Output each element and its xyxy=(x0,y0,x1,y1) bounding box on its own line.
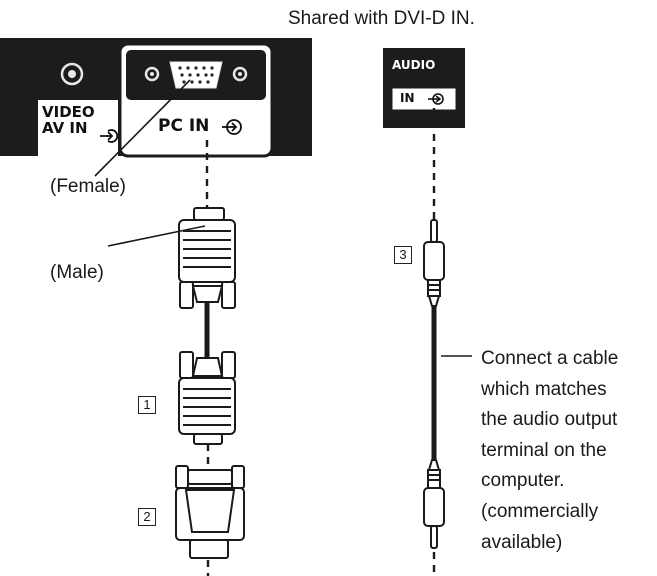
video-label-line1: VIDEO xyxy=(42,103,95,121)
rear-panel xyxy=(0,38,312,158)
av-input-arrow-icon xyxy=(100,129,119,143)
conversion-adapter-icon xyxy=(175,465,245,559)
step-number-1: 1 xyxy=(138,396,156,414)
cable-note-line: which matches xyxy=(481,378,607,400)
male-label: (Male) xyxy=(50,262,104,283)
mini-plug-upper-icon xyxy=(423,219,445,307)
female-label: (Female) xyxy=(50,176,127,197)
cable-note-line: (commercially xyxy=(481,500,599,522)
audio-panel xyxy=(383,48,465,128)
step-number-2: 2 xyxy=(138,508,156,526)
pc-input-arrow-icon xyxy=(222,119,242,135)
female-leader-line xyxy=(94,79,191,177)
audio-panel-title: AUDIO xyxy=(392,58,436,72)
pc-in-label: PC IN xyxy=(158,116,210,136)
audio-input-arrow-icon xyxy=(428,93,444,105)
video-jack-icon xyxy=(60,62,84,86)
dsub-plug-icon xyxy=(178,351,236,445)
cable-note-line: computer. xyxy=(481,470,565,492)
pc-in-dsub-icon xyxy=(144,61,248,89)
audio-in-label: IN xyxy=(400,91,415,105)
cable-note-line: Connect a cable xyxy=(481,348,619,369)
shared-note: Shared with DVI-D IN. xyxy=(288,8,475,29)
cable-note: Connect a cable which matches the audio … xyxy=(481,344,618,558)
male-leader-line xyxy=(107,225,206,247)
cable-note-line: available) xyxy=(481,531,563,553)
step-number-3: 3 xyxy=(394,246,412,264)
video-label: VIDEO AV IN xyxy=(42,104,95,136)
video-label-line2: AV IN xyxy=(42,119,88,137)
cable-note-line: terminal on the xyxy=(481,439,607,461)
male-dsub-plug-icon xyxy=(178,207,236,309)
mini-plug-lower-icon xyxy=(423,459,445,549)
cable-note-line: the audio output xyxy=(481,409,618,431)
